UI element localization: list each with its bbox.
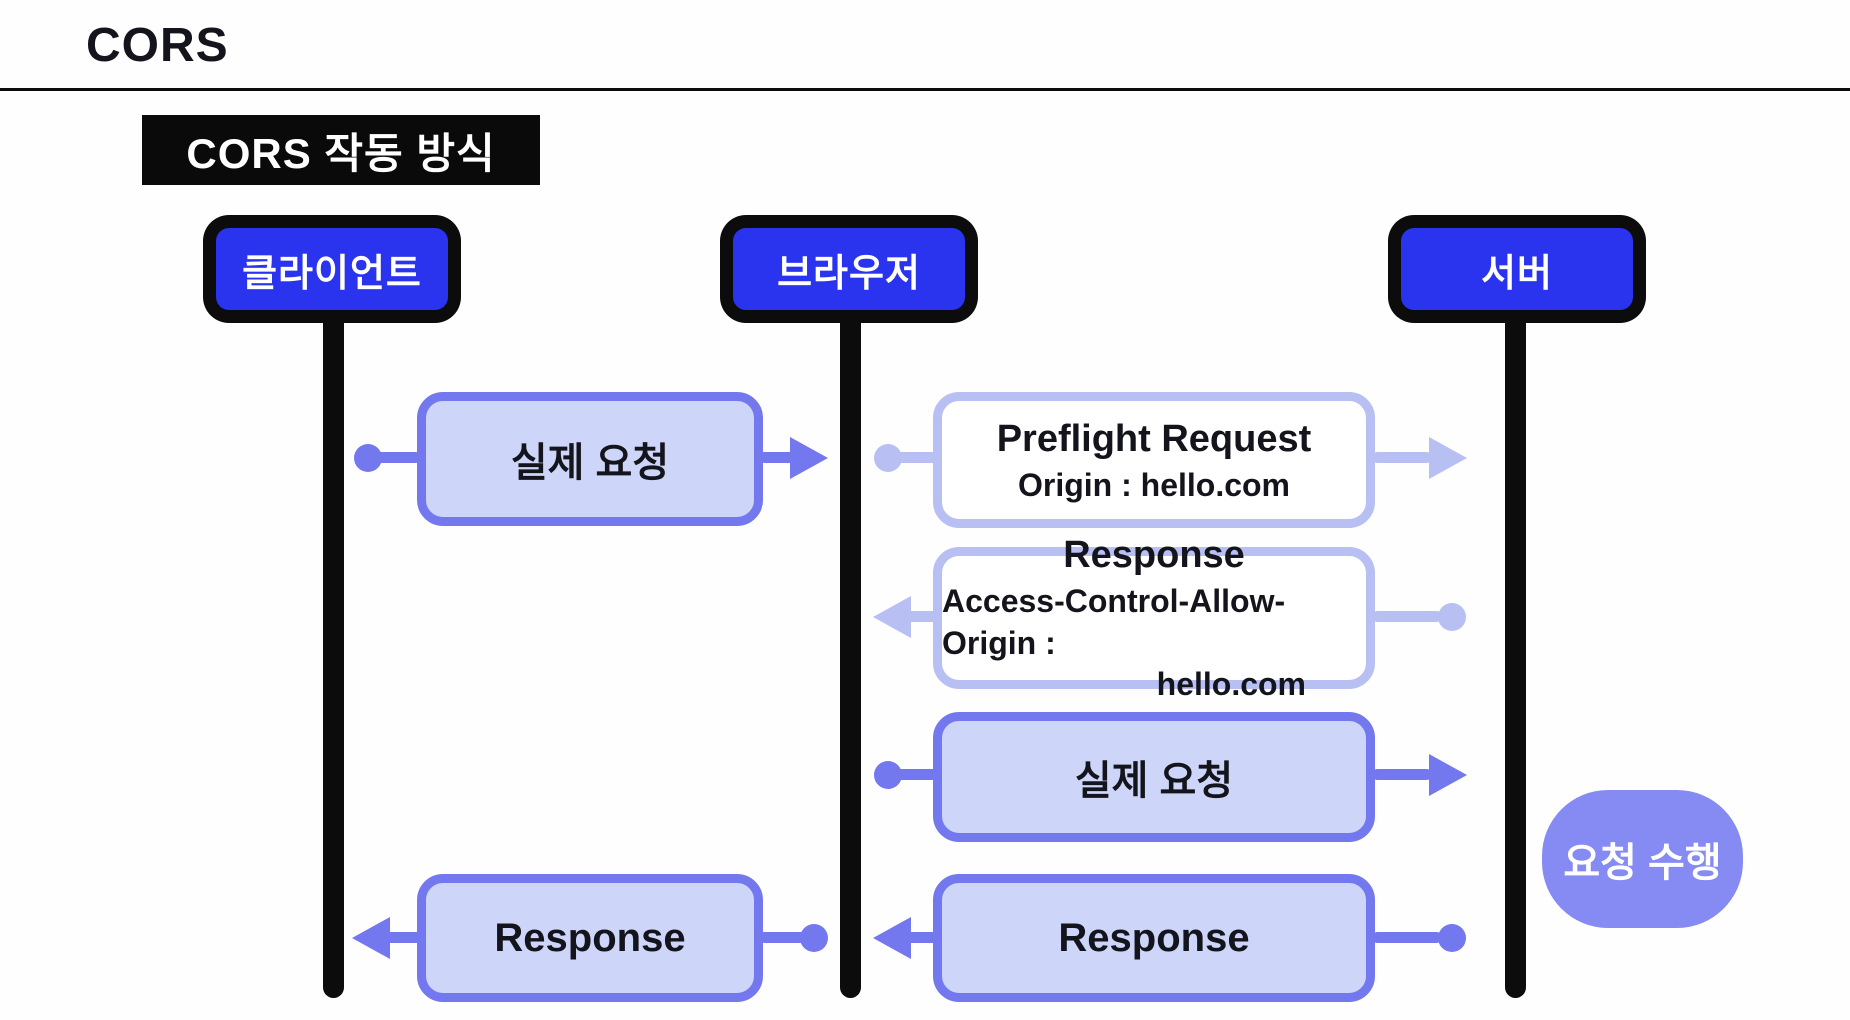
actor-client: 클라이언트 — [203, 215, 461, 323]
message-subtitle: Origin : hello.com — [1017, 466, 1290, 503]
message-label: 실제 요청 — [1074, 759, 1234, 803]
connector-line — [366, 452, 421, 463]
arrow-right-icon — [790, 437, 828, 479]
connector-line — [1372, 452, 1432, 463]
actor-server: 서버 — [1388, 215, 1646, 323]
actor-browser: 브라우저 — [720, 215, 978, 323]
message-box-actual-request-browser: 실제 요청 — [933, 712, 1375, 842]
message-title: Preflight Request — [996, 417, 1312, 460]
message-box-response-browser: Response — [933, 874, 1375, 1002]
connector-line — [1372, 769, 1432, 780]
connector-line — [759, 452, 797, 463]
message-box-preflight-response: Response Access-Control-Allow-Origin : h… — [933, 534, 1375, 702]
origin-dot — [1438, 603, 1466, 631]
actor-server-label: 서버 — [1401, 228, 1633, 310]
connector-line — [1372, 611, 1442, 622]
message-title: Response — [1063, 533, 1245, 576]
connector-line — [1372, 932, 1442, 943]
message-box-response-client: Response — [417, 874, 763, 1002]
message-box-preflight-request: Preflight Request Origin : hello.com — [933, 392, 1375, 528]
message-subtitle-line1: Access-Control-Allow-Origin : — [942, 583, 1286, 661]
connector-line — [886, 452, 938, 463]
actor-client-label: 클라이언트 — [216, 228, 448, 310]
message-subtitle-line2: hello.com — [1156, 666, 1306, 703]
message-label: Response — [1058, 915, 1250, 960]
lifeline-browser — [840, 308, 861, 998]
lifeline-server — [1505, 308, 1526, 998]
connector-line — [904, 932, 939, 943]
server-action-label: 요청 수행 — [1563, 841, 1722, 885]
arrow-left-icon — [352, 917, 390, 959]
arrow-right-icon — [1429, 754, 1467, 796]
connector-line — [886, 769, 938, 780]
connector-line — [759, 932, 807, 943]
connector-line — [904, 611, 939, 622]
server-action-bubble: 요청 수행 — [1542, 790, 1743, 928]
message-label: 실제 요청 — [510, 441, 670, 485]
connector-line — [384, 932, 422, 943]
origin-dot — [1438, 924, 1466, 952]
message-box-actual-request-client: 실제 요청 — [417, 392, 763, 526]
section-heading-badge: CORS 작동 방식 — [142, 115, 540, 185]
section-heading-label: CORS 작동 방식 — [186, 129, 496, 177]
page-title: CORS — [86, 19, 229, 72]
lifeline-client — [323, 308, 344, 998]
actor-browser-label: 브라우저 — [733, 228, 965, 310]
origin-dot — [800, 924, 828, 952]
message-label: Response — [494, 915, 686, 960]
arrow-right-icon — [1429, 437, 1467, 479]
header-divider — [0, 88, 1850, 91]
